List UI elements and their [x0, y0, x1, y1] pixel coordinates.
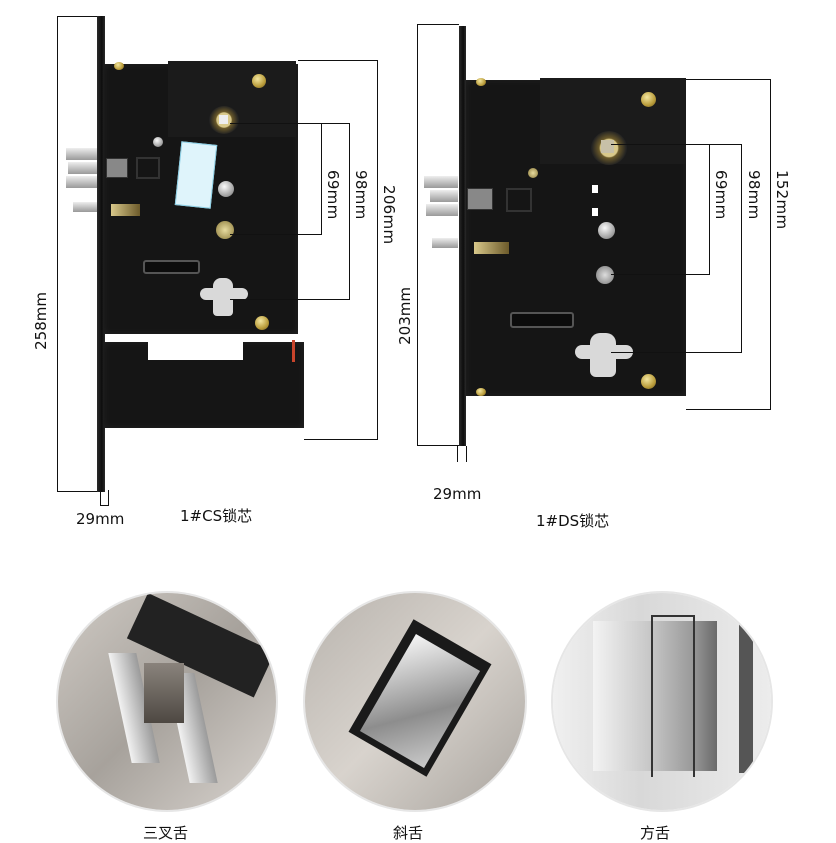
dim-line-overall-bottom — [57, 491, 99, 492]
label-sticker — [174, 141, 218, 209]
wire — [292, 340, 295, 362]
backset-label: 29mm — [76, 510, 125, 528]
overall-height-label: 258mm — [32, 292, 50, 350]
hub-to-cylinder-label: 98mm — [745, 170, 763, 220]
dim-line-overall-left — [57, 16, 58, 492]
hub-to-cylinder-label: 98mm — [352, 170, 370, 220]
rivet — [528, 168, 538, 178]
dead-bolt — [432, 238, 458, 248]
hole — [218, 181, 234, 197]
face-plate — [97, 16, 105, 492]
dim-line-98 — [741, 144, 742, 353]
screw-icon — [641, 374, 656, 389]
body-height-label: 206mm — [380, 185, 398, 245]
detail-label-slanted: 斜舌 — [393, 824, 424, 842]
clip — [106, 158, 128, 178]
dim-line-69 — [321, 123, 322, 235]
detail-photo-three-prong-latch — [58, 593, 276, 810]
slot — [510, 312, 574, 328]
screw-icon — [255, 316, 269, 330]
detail-photo-slanted-latch — [305, 593, 525, 810]
detail-label-square: 方舌 — [640, 824, 671, 842]
screw-icon — [476, 78, 486, 86]
latch-trigger — [111, 204, 140, 216]
hub-to-pin-label: 69mm — [324, 170, 342, 220]
follower-pin — [596, 266, 614, 284]
dim-line-206 — [377, 60, 378, 440]
detail-photo-square-bolt — [553, 593, 771, 810]
dim-line-152 — [770, 79, 771, 410]
latch-bolt — [424, 176, 458, 188]
screw-icon — [641, 92, 656, 107]
latch-bolt — [68, 162, 97, 174]
backset-label: 29mm — [433, 485, 482, 503]
latch-bolt — [66, 176, 97, 188]
dim-line-overall-top — [57, 16, 99, 17]
screw-icon — [252, 74, 266, 88]
overall-height-label: 203mm — [396, 287, 414, 345]
face-plate — [459, 26, 466, 446]
latch-bolt — [66, 148, 97, 160]
right-lock-caption: 1#DS锁芯 — [536, 512, 610, 530]
body-height-label: 152mm — [773, 170, 791, 230]
dim-line-98 — [349, 123, 350, 300]
screw-icon — [114, 62, 124, 70]
screw-icon — [476, 388, 486, 396]
follower-pin — [216, 221, 234, 239]
detail-label-three-prong: 三叉舌 — [143, 824, 189, 842]
latch-bolt — [430, 190, 458, 202]
hole — [598, 222, 615, 239]
latch-bolt — [426, 204, 458, 216]
left-lock-caption: 1#CS锁芯 — [180, 507, 253, 525]
dead-bolt — [73, 202, 97, 212]
rivet — [153, 137, 163, 147]
slot — [143, 260, 200, 274]
hub-to-pin-label: 69mm — [712, 170, 730, 220]
clip — [467, 188, 493, 210]
dim-line-69 — [709, 144, 710, 275]
latch-trigger — [474, 242, 509, 254]
